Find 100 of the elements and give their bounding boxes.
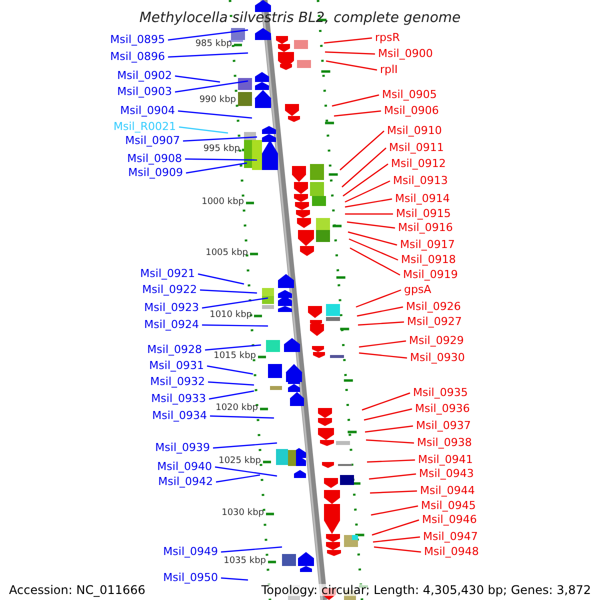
gene-label: Msil_0940 bbox=[157, 461, 212, 472]
leader-line bbox=[204, 344, 262, 351]
leader-line bbox=[358, 340, 406, 348]
leader-line bbox=[364, 408, 412, 421]
leader-line bbox=[342, 148, 386, 188]
gene-label: Msil_0938 bbox=[417, 437, 472, 448]
gene-label: Msil_0910 bbox=[387, 125, 442, 136]
leader-line bbox=[374, 546, 422, 553]
leader-line bbox=[324, 51, 376, 55]
leader-line bbox=[334, 110, 382, 117]
gene-label: Msil_0911 bbox=[389, 142, 444, 153]
scale-label: 1005 kbp bbox=[206, 249, 248, 258]
leader-line bbox=[358, 352, 408, 359]
leader-line bbox=[340, 130, 384, 170]
gene-label: Msil_0918 bbox=[401, 254, 456, 265]
leader-line bbox=[208, 381, 254, 386]
accession-text: Accession: NC_011666 bbox=[9, 584, 146, 596]
leader-line bbox=[348, 238, 398, 261]
leader-line bbox=[208, 390, 254, 400]
scale-label: 1035 kbp bbox=[224, 557, 266, 566]
leader-line bbox=[345, 213, 393, 215]
gene-label: Msil_0905 bbox=[382, 89, 437, 100]
leader-line bbox=[366, 439, 414, 444]
gene-label: Msil_0945 bbox=[421, 500, 476, 511]
leader-line bbox=[346, 221, 396, 229]
gene-label: Msil_0919 bbox=[403, 269, 458, 280]
gene-label: Msil_0921 bbox=[140, 268, 195, 279]
leader-line bbox=[210, 415, 274, 419]
gene-label: Msil_0939 bbox=[155, 442, 210, 453]
leader-line bbox=[348, 231, 398, 246]
scale-label: 995 kbp bbox=[203, 145, 240, 154]
gene-label: Msil_0923 bbox=[144, 302, 199, 313]
gene-label: Msil_0914 bbox=[395, 193, 450, 204]
gene-label: Msil_0943 bbox=[419, 468, 474, 479]
leader-line bbox=[344, 180, 390, 203]
gene-label: Msil_0928 bbox=[147, 344, 202, 355]
gene-label: Msil_0930 bbox=[410, 352, 465, 363]
gene-label: Msil_0948 bbox=[424, 546, 479, 557]
leader-line bbox=[368, 473, 416, 480]
leader-line bbox=[214, 466, 278, 477]
leader-line bbox=[356, 289, 402, 308]
leader-line bbox=[324, 37, 372, 44]
gene-label: Msil_0922 bbox=[142, 284, 197, 295]
gene-label: Msil_0929 bbox=[409, 335, 464, 346]
gene-label: Msil_0941 bbox=[418, 454, 473, 465]
gene-label: Msil_0936 bbox=[415, 403, 470, 414]
gene-label: Msil_0908 bbox=[127, 153, 182, 164]
leader-line bbox=[220, 546, 282, 553]
leader-line bbox=[198, 273, 244, 285]
leader-line bbox=[370, 505, 418, 516]
scale-label: 1000 kbp bbox=[202, 198, 244, 207]
gene-label: Msil_0944 bbox=[420, 485, 475, 496]
title: Methylocella silvestris BL2, complete genome bbox=[138, 11, 462, 25]
gene-label: Msil_0902 bbox=[117, 70, 172, 81]
leader-line bbox=[356, 306, 404, 317]
gene-label: Msil_0926 bbox=[406, 301, 461, 312]
leader-line bbox=[350, 247, 400, 276]
genome-info-text: Topology: circular; Length: 4,305,430 bp; Genes: 3,872 bbox=[261, 584, 591, 596]
gene-label: Msil_0931 bbox=[149, 360, 204, 371]
leader-line bbox=[185, 158, 257, 161]
leader-line bbox=[358, 321, 404, 326]
gene-label: Msil_0949 bbox=[163, 546, 218, 557]
leader-line bbox=[168, 52, 248, 58]
leader-line bbox=[212, 442, 278, 449]
leader-line bbox=[202, 297, 268, 309]
scale-label: 990 kbp bbox=[199, 96, 236, 105]
leader-line bbox=[366, 459, 416, 463]
leader-line bbox=[174, 80, 248, 93]
gene-label: Msil_0915 bbox=[396, 208, 451, 219]
gene-label: Msil_0913 bbox=[393, 175, 448, 186]
leader-line bbox=[342, 164, 388, 196]
gene-label: Msil_0927 bbox=[407, 316, 462, 327]
gene-label: Msil_0904 bbox=[120, 105, 175, 116]
gene-label: Msil_0906 bbox=[384, 105, 439, 116]
gene-label: Msil_0946 bbox=[422, 514, 477, 525]
gene-label: Msil_0895 bbox=[110, 34, 165, 45]
gene-label: Msil_0907 bbox=[125, 135, 180, 146]
leader-line bbox=[372, 536, 420, 543]
gene-label: Msil_0947 bbox=[423, 531, 478, 542]
gene-label: Msil_0942 bbox=[158, 476, 213, 487]
leader-line bbox=[206, 365, 254, 375]
gene-label: Msil_0937 bbox=[416, 420, 471, 431]
leader-line bbox=[174, 75, 220, 83]
gene-label: Msil_0932 bbox=[150, 376, 205, 387]
gene-label: Msil_0896 bbox=[110, 51, 165, 62]
scale-label: 1030 kbp bbox=[222, 509, 264, 518]
leader-line bbox=[362, 392, 410, 411]
scale-label: 985 kbp bbox=[195, 40, 232, 49]
leader-line bbox=[364, 425, 414, 433]
gene-label: gpsA bbox=[404, 284, 432, 295]
leader-line bbox=[344, 198, 392, 208]
leader-line bbox=[200, 289, 258, 294]
leader-line bbox=[216, 474, 260, 483]
gene-label: Msil_0924 bbox=[144, 319, 199, 330]
gene-label: Msil_0935 bbox=[413, 387, 468, 398]
leader-line bbox=[202, 324, 268, 327]
gene-label: Msil_0909 bbox=[128, 167, 183, 178]
leader-line bbox=[186, 162, 248, 174]
gene-label: Msil_0916 bbox=[398, 222, 453, 233]
gene-label: Msil_0903 bbox=[117, 86, 172, 97]
